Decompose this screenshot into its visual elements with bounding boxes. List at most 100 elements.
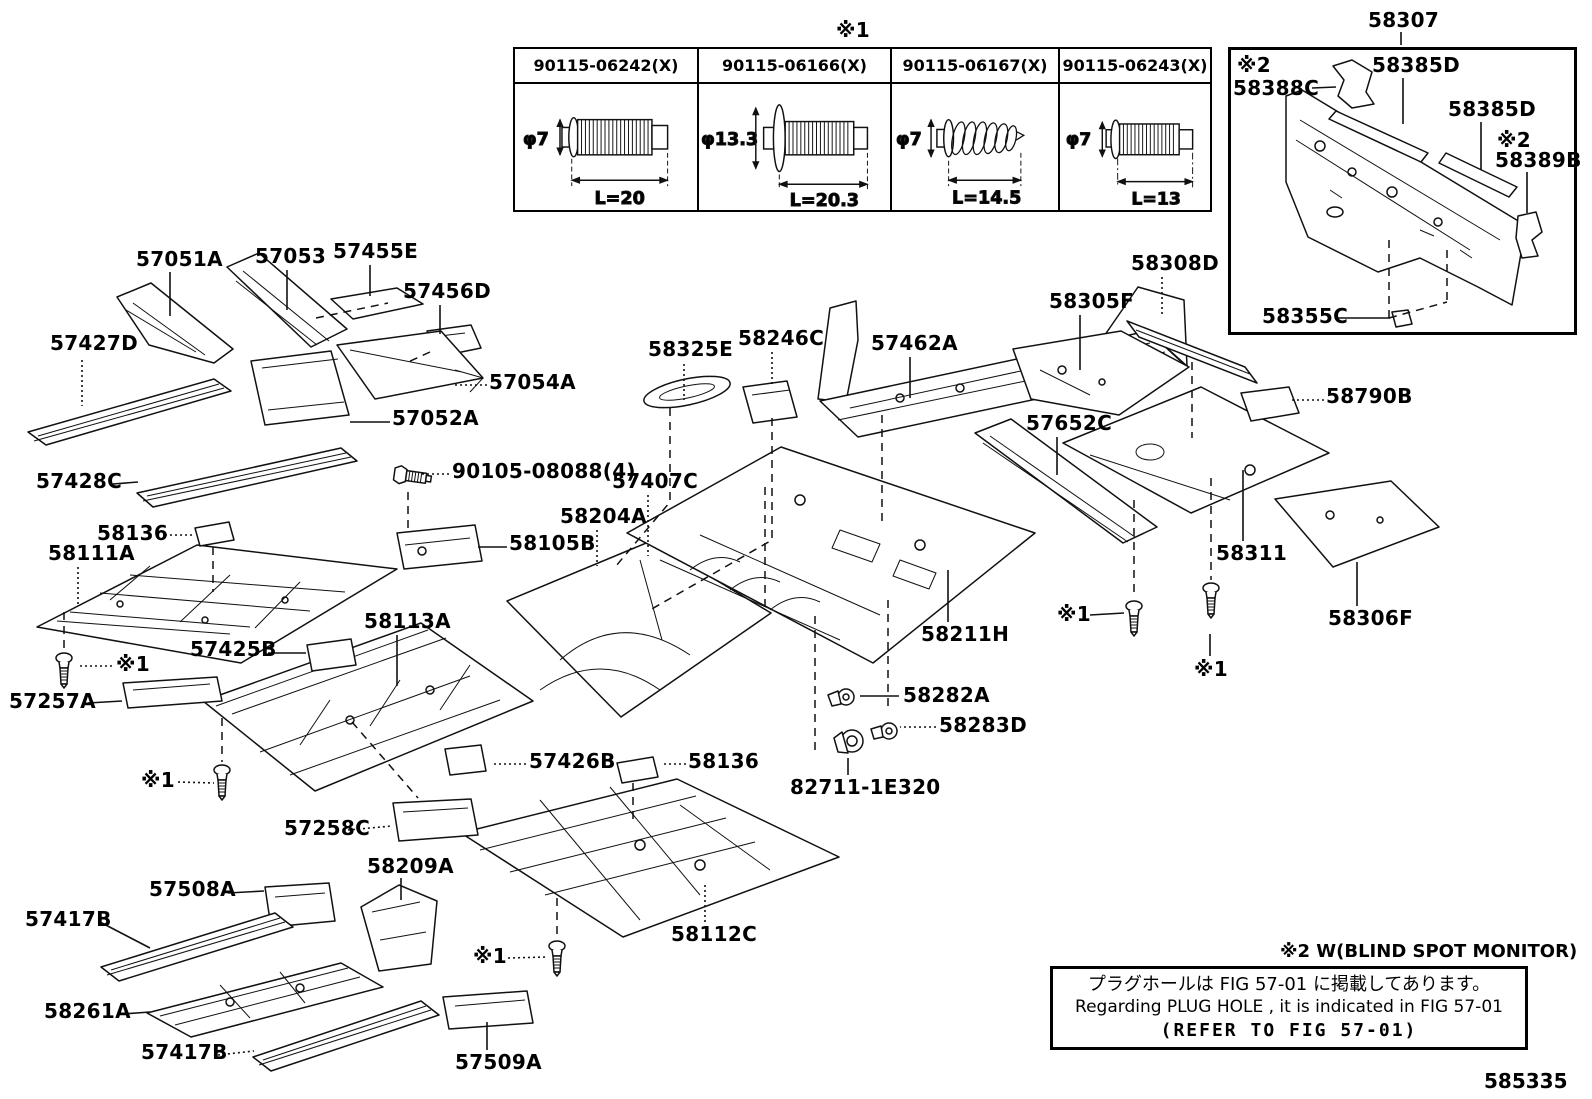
part-58388c-shape [1332, 59, 1375, 109]
note-line-japanese: プラグホールは FIG 57-01 に掲載してあります。 [1087, 973, 1491, 995]
part-label: 57427D [50, 331, 138, 355]
blind-spot-monitor-note: ※2 W(BLIND SPOT MONITOR) [1280, 941, 1578, 962]
part-label: 57053 [255, 244, 327, 268]
part-label: ※1 [473, 944, 507, 968]
part-58112c-shape [460, 778, 840, 938]
part-57427d-shape [27, 378, 232, 446]
part-label: 58211H [921, 622, 1010, 646]
part-57258c-shape [392, 798, 479, 842]
part-label: ※1 [1057, 602, 1091, 626]
spec-column: 90115-06243(X) φ7 L=13 [1060, 49, 1210, 210]
bolt-icon [1202, 582, 1220, 619]
part-label: ※1 [836, 18, 870, 42]
part-label: 57425B [190, 637, 277, 661]
fastener-drawing: φ7 L=20 [515, 84, 697, 210]
part-57425b-shape [306, 638, 357, 672]
part-label: 58355C [1262, 304, 1349, 328]
part-label: 58112C [671, 922, 758, 946]
part-label: 58385D [1372, 53, 1460, 77]
spec-column: 90115-06167(X) φ7 [892, 49, 1060, 210]
part-label: 82711-1E320 [790, 775, 941, 799]
part-label: 57417B [25, 907, 112, 931]
part-82711-1e320-clip-shape [833, 729, 864, 754]
fastener-diameter: φ13.3 [701, 130, 758, 150]
part-label: ※1 [116, 652, 150, 676]
part-label: 57652C [1026, 411, 1113, 435]
part-label: 58283D [939, 713, 1027, 737]
fastener-diameter: φ7 [1066, 130, 1092, 150]
fastener-part-number: 90115-06243(X) [1060, 49, 1210, 84]
fastener-diameter: φ7 [896, 130, 922, 150]
part-label: 57257A [9, 689, 96, 713]
fastener-length: L=20 [594, 189, 644, 209]
plug-hole-note-box: プラグホールは FIG 57-01 に掲載してあります。 Regarding P… [1050, 966, 1528, 1050]
part-label: 58307 [1368, 8, 1440, 32]
part-58136-clip-front-shape [194, 521, 235, 547]
bolt-icon [213, 764, 231, 801]
part-label: 57509A [455, 1050, 542, 1074]
part-label: 58308D [1131, 251, 1219, 275]
fastener-drawing: φ7 L=14.5 [892, 84, 1058, 210]
part-label: 58204A [560, 504, 647, 528]
part-58305f-shape [1012, 330, 1190, 416]
part-label: 58311 [1216, 541, 1288, 565]
part-58204a-57407c-shape [506, 540, 772, 718]
part-label: 57417B [141, 1040, 228, 1064]
part-58306f-shape [1274, 480, 1440, 568]
fastener-diameter: φ7 [523, 130, 549, 150]
part-label: 57456D [403, 279, 491, 303]
part-label: 57462A [871, 331, 958, 355]
part-label: 58389B [1495, 148, 1582, 172]
fastener-length: L=20.3 [790, 191, 859, 211]
part-58389b-shape [1515, 211, 1543, 259]
part-label: 58306F [1328, 606, 1414, 630]
part-label: 58385D [1448, 97, 1536, 121]
fastener-spec-table: 90115-06242(X) φ7 L=20 [513, 47, 1212, 212]
part-58311-shape [1062, 386, 1330, 514]
part-label: 57054A [489, 370, 576, 394]
part-label: 57052A [392, 406, 479, 430]
note-line-reference: (REFER TO FIG 57-01) [1160, 1019, 1418, 1041]
part-label: ※2 [1237, 53, 1271, 77]
part-57417b-front-shape [100, 912, 294, 982]
part-57428c-shape [136, 447, 358, 508]
part-label: 57426B [529, 749, 616, 773]
part-label: 58305F [1049, 289, 1135, 313]
fastener-part-number: 90115-06167(X) [892, 49, 1058, 84]
part-58136-clip-rear-shape [616, 756, 659, 784]
part-label: 57428C [36, 469, 123, 493]
part-label: 57407C [612, 469, 699, 493]
part-label: 58113A [364, 609, 451, 633]
part-label: 58282A [903, 683, 990, 707]
part-58307-panel-shape [1285, 89, 1525, 306]
part-57052a-shape [250, 350, 350, 426]
part-58111a-shape [36, 544, 398, 664]
fastener-part-number: 90115-06242(X) [515, 49, 697, 84]
construction-lines [63, 240, 1448, 938]
part-58355c-clip-shape [1391, 309, 1413, 328]
part-label: 58388C [1233, 76, 1320, 100]
part-label: 57508A [149, 877, 236, 901]
part-label: ※2 [1497, 128, 1531, 152]
part-57257a-shape [122, 676, 223, 709]
part-57508a-shape [264, 882, 336, 928]
part-label: 58111A [48, 541, 135, 565]
part-58209a-shape [360, 884, 438, 972]
fastener-drawing: φ13.3 L=20.3 [699, 84, 890, 211]
part-label: 58246C [738, 326, 825, 350]
part-58282a-clip-shape [827, 688, 855, 707]
part-label: 58136 [97, 521, 169, 545]
back-panel-inset-box [1228, 47, 1577, 335]
part-label: ※1 [141, 768, 175, 792]
part-label: 58209A [367, 854, 454, 878]
part-58246c-shape [742, 380, 798, 424]
part-58308d-shape [1126, 320, 1258, 384]
figure-code: 585335 [1484, 1069, 1568, 1093]
bolt-icon [548, 940, 566, 977]
part-58211h-shape [626, 446, 1036, 664]
bolt-icon [1125, 600, 1143, 637]
part-58261a-shape [146, 962, 384, 1038]
part-57051a-shape [116, 282, 234, 364]
